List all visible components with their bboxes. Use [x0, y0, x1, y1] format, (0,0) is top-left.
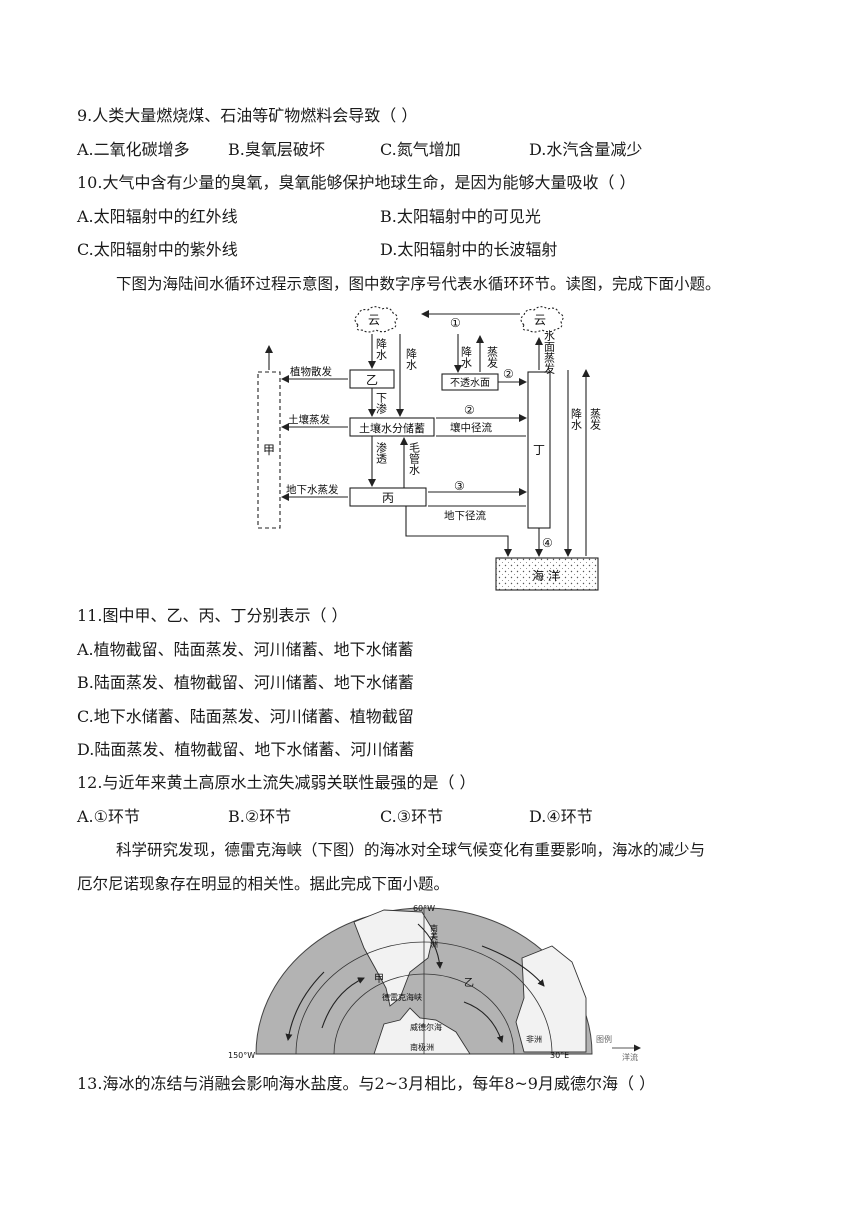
q10-option-c: C.太阳辐射中的紫外线 — [77, 240, 238, 259]
q12-option-d: D.④环节 — [529, 807, 593, 826]
label-ground-evap: 地下水蒸发 — [286, 483, 339, 496]
label-bing: 丙 — [382, 491, 394, 505]
label-evap2: 蒸发 — [589, 408, 602, 431]
map-weddell-label: 威德尔海 — [410, 1022, 442, 1032]
label-n2a: ② — [503, 367, 514, 381]
label-evap1: 蒸发 — [486, 346, 499, 369]
q11-option-b: B.陆面蒸发、植物截留、河川储蓄、地下水储蓄 — [77, 673, 414, 692]
label-n2b: ② — [464, 403, 475, 417]
label-ground-runoff: 地下径流 — [444, 509, 486, 522]
intro-water-cycle: 下图为海陆间水循环过程示意图，图中数字序号代表水循环环节。读图，完成下面小题。 — [116, 275, 721, 293]
drake-passage-map: 60°W 150°W 30°E 图例 洋流 德雷克海峡 威德尔海 南极洲 非洲 … — [228, 904, 641, 1062]
box-bing — [349, 487, 427, 507]
box-soil-storage — [349, 417, 435, 437]
label-rain2: 降水 — [405, 347, 418, 370]
q10-stem: 10.大气中含有少量的臭氧，臭氧能够保护地球生命，是因为能够大量吸收（ ） — [77, 173, 636, 192]
label-surface-evap: 水面蒸发 — [543, 330, 556, 375]
box-ocean — [495, 557, 599, 591]
label-n3: ③ — [454, 479, 465, 493]
label-soil-runoff: 壤中径流 — [450, 421, 492, 434]
q9-option-a: A.二氧化碳增多 — [77, 140, 190, 159]
intro-drake-line2: 厄尔尼诺现象存在明显的相关性。据此完成下面小题。 — [77, 875, 450, 893]
label-impervious: 不透水面 — [450, 377, 490, 389]
map-lon-left: 150°W — [228, 1051, 255, 1060]
box-jia — [257, 371, 281, 529]
q11-option-d: D.陆面蒸发、植物截留、地下水储蓄、河川储蓄 — [77, 740, 415, 759]
q9-option-b: B.臭氧层破坏 — [228, 140, 325, 159]
label-soil-storage: 土壤水分储蓄 — [359, 421, 425, 435]
q12-option-b: B.②环节 — [228, 807, 292, 826]
label-infiltrate: 下渗 — [375, 392, 388, 414]
map-yi-label: 乙 — [464, 977, 474, 989]
q12-option-c: C.③环节 — [380, 807, 444, 826]
label-soil-evap: 土壤蒸发 — [288, 413, 330, 426]
q11-option-a: A.植物截留、陆面蒸发、河川储蓄、地下水储蓄 — [77, 640, 414, 659]
cloud-right-icon — [520, 306, 564, 333]
map-drake-label: 德雷克海峡 — [382, 992, 422, 1002]
label-n4: ④ — [542, 536, 553, 550]
q10-option-d: D.太阳辐射中的长波辐射 — [380, 240, 558, 259]
south-america-shape — [353, 909, 435, 1007]
label-ocean: 海 洋 — [532, 568, 560, 583]
map-jia-label: 甲 — [374, 974, 384, 985]
cloud-right-label: 云 — [534, 313, 546, 327]
label-rain4: 降水 — [570, 407, 583, 430]
q10-option-b: B.太阳辐射中的可见光 — [380, 207, 541, 226]
q11-option-c: C.地下水储蓄、陆面蒸发、河川储蓄、植物截留 — [77, 707, 414, 726]
map-lon-right: 30°E — [550, 1051, 569, 1060]
cloud-left-label: 云 — [368, 313, 380, 327]
q11-stem: 11.图中甲、乙、丙、丁分别表示（ ） — [77, 606, 348, 625]
label-jia: 甲 — [263, 443, 275, 457]
intro-drake-line1: 科学研究发现，德雷克海峡（下图）的海冰对全球气候变化有重要影响，海冰的减少与 — [116, 841, 706, 859]
label-rain3: 降水 — [460, 345, 473, 368]
legend-title: 图例 — [596, 1034, 612, 1044]
legend-current: 洋流 — [622, 1052, 638, 1062]
q10-option-a: A.太阳辐射中的红外线 — [77, 207, 238, 226]
label-capillary: 毛管水 — [408, 442, 421, 475]
label-rain1: 降水 — [375, 337, 388, 360]
cloud-left-icon — [354, 306, 398, 333]
q12-option-a: A.①环节 — [77, 807, 140, 826]
label-ding: 丁 — [533, 443, 545, 457]
q9-stem: 9.人类大量燃烧煤、石油等矿物燃料会导致（ ） — [77, 106, 418, 125]
q9-option-d: D.水汽含量减少 — [529, 140, 643, 159]
water-cycle-diagram: 云 云 ① ② ② ③ ④ 甲 乙 丙 丁 土壤水分储蓄 不透水面 海 洋 植物… — [257, 306, 602, 591]
map-antarctica-label: 南极洲 — [410, 1042, 434, 1052]
label-percolate: 渗透 — [375, 441, 388, 464]
label-yi: 乙 — [366, 373, 378, 387]
q9-option-c: C.氮气增加 — [380, 140, 461, 159]
q12-stem: 12.与近年来黄土高原水土流失减弱关联性最强的是（ ） — [77, 773, 476, 792]
map-africa-label: 非洲 — [526, 1034, 542, 1044]
label-plant-evap: 植物散发 — [290, 365, 332, 378]
map-south-america-label: 南美洲 — [430, 923, 439, 948]
q13-stem: 13.海冰的冻结与消融会影响海水盐度。与2~3月相比，每年8~9月威德尔海（ ） — [77, 1074, 656, 1093]
map-lon-top: 60°W — [413, 904, 435, 913]
antarctica-shape — [373, 1007, 471, 1055]
africa-shape — [515, 945, 587, 1053]
label-n1: ① — [450, 316, 461, 330]
